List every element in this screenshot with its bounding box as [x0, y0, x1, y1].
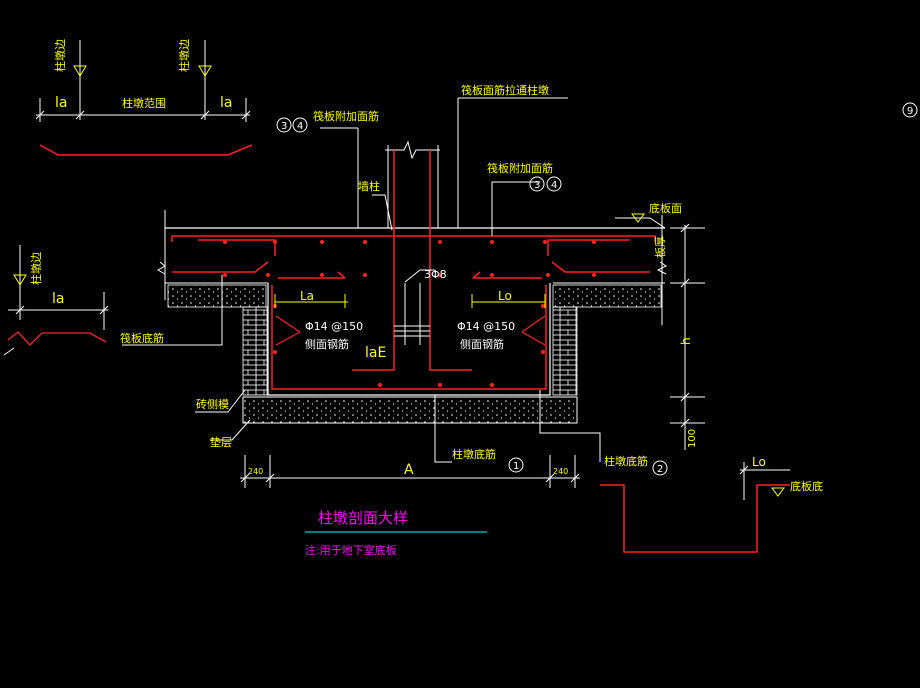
- level-marker-icon: [13, 274, 27, 286]
- la-dim-label: la: [220, 95, 232, 111]
- svg-text:4: 4: [551, 180, 557, 191]
- pier-range-label: 柱墩范围: [122, 96, 166, 110]
- side-rebar-spec-label: Φ14 @150: [457, 320, 515, 333]
- raft-top-rebar-label: 筏板面筋拉通柱墩: [461, 83, 549, 97]
- dim-A-label: A: [404, 462, 414, 478]
- svg-text:3: 3: [281, 121, 287, 132]
- side-rebar-spec-label: Φ14 @150: [305, 320, 363, 333]
- laE-label: laE: [365, 345, 386, 361]
- mini-rebar-line: [39, 144, 253, 156]
- svg-text:9: 9: [907, 106, 913, 117]
- slab-top-rebar: [171, 235, 656, 242]
- rebar-detail-line: [600, 484, 790, 553]
- Lo-label: Lo: [752, 455, 766, 469]
- dim-240-label: 240: [553, 467, 568, 476]
- bottom-slab-bottom-label: 底板底: [790, 479, 823, 493]
- main-labels: 筏板面筋拉通柱墩 3 4 筏板附加面筋 筏板附加面筋 3 4 墙柱 底板面 3Φ…: [120, 83, 918, 476]
- bottom-slab-top-label: 底板面: [649, 201, 682, 215]
- stirrup-note-label: 3Φ8: [424, 268, 447, 281]
- pier-edge-label: 柱墩边: [29, 252, 43, 285]
- brick-formwork-label: 砖侧模: [196, 397, 229, 411]
- callout-circle: [529, 176, 545, 192]
- brick-formwork-left: [242, 306, 268, 396]
- main-section: La Lo 板厚 h 100: [122, 97, 705, 488]
- callout-circle: [902, 102, 918, 118]
- title-block: 柱墩剖面大样 注:用于地下室底板: [305, 509, 487, 557]
- level-marker-icon: [631, 213, 645, 223]
- dim-100-label: 100: [687, 429, 698, 448]
- level-marker-icon: [73, 65, 87, 77]
- pier-bottom-rebar-label: 柱墩底筋: [604, 454, 648, 468]
- svg-text:3: 3: [534, 180, 540, 191]
- Lo-label: Lo: [498, 289, 512, 303]
- raft-bottom-rebar-label: 筏板底筋: [120, 331, 164, 345]
- La-label: La: [300, 289, 314, 303]
- callout-circle: [276, 117, 292, 133]
- brick-formwork-right: [552, 306, 578, 396]
- callout-circle: [508, 457, 524, 473]
- raft-additional-top-rebar-label: 筏板附加面筋: [487, 161, 553, 175]
- svg-text:4: 4: [297, 121, 303, 132]
- pier-edge-label: 柱墩边: [177, 39, 191, 72]
- raft-additional-top-rebar-label: 筏板附加面筋: [313, 109, 379, 123]
- wall-column-label: 墙柱: [358, 179, 380, 193]
- pier-bottom-rebar: [271, 285, 547, 390]
- drawing-title: 柱墩剖面大样: [318, 509, 408, 527]
- svg-text:1: 1: [513, 461, 519, 472]
- la-dim-label: la: [52, 291, 64, 307]
- level-marker-icon: [198, 65, 212, 77]
- side-rebar-label: 侧面钢筋: [305, 337, 349, 351]
- dim-240-label: 240: [248, 467, 263, 476]
- top-left-detail: 柱墩边 柱墩边 la la 柱墩范围: [35, 39, 253, 156]
- drawing-note: 注:用于地下室底板: [305, 543, 397, 557]
- cushion-label: 垫层: [210, 435, 232, 449]
- pier-bottom-rebar-label: 柱墩底筋: [452, 447, 496, 461]
- la-dim-label: la: [55, 95, 67, 111]
- callout-circle: [292, 117, 308, 133]
- level-marker-icon: [771, 487, 785, 497]
- cushion-layer: [242, 396, 578, 424]
- side-rebar-label: 侧面钢筋: [460, 337, 504, 351]
- bottom-right-detail: Lo 底板底: [600, 455, 823, 553]
- slab-thickness-label: 板厚: [653, 236, 667, 258]
- callout-circle: [652, 460, 668, 476]
- callout-circle: [546, 176, 562, 192]
- left-detail: 柱墩边 la: [3, 245, 109, 356]
- pier-edge-label: 柱墩边: [53, 39, 67, 72]
- h-label: h: [679, 337, 693, 345]
- svg-text:2: 2: [657, 464, 663, 475]
